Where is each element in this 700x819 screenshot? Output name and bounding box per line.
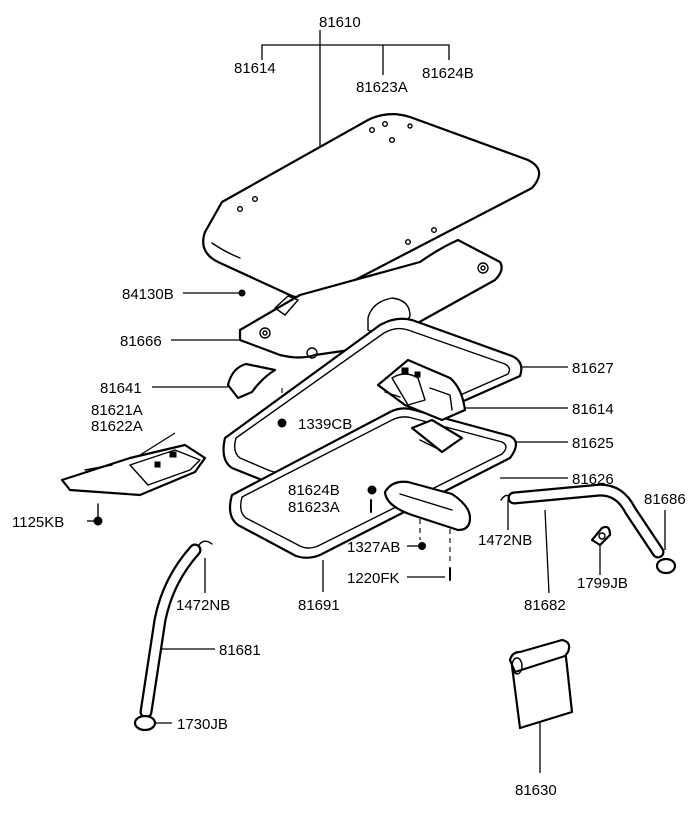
label-81621a: 81621A: [91, 402, 143, 419]
label-81630: 81630: [515, 782, 557, 799]
label-81614-top: 81614: [234, 60, 276, 77]
switch-bracket: [60, 443, 207, 497]
label-81623a: 81623A: [288, 499, 340, 516]
drain-tray: [383, 480, 472, 532]
label-81623a-top: 81623A: [356, 79, 408, 96]
label-81610: 81610: [319, 14, 361, 31]
fasteners: [93, 289, 513, 581]
label-1472nb-left: 1472NB: [176, 597, 230, 614]
label-1220fk: 1220FK: [347, 570, 400, 587]
label-1799jb: 1799JB: [577, 575, 628, 592]
label-81666: 81666: [120, 333, 162, 350]
label-1327ab: 1327AB: [347, 539, 400, 556]
label-1730jb: 1730JB: [177, 716, 228, 733]
drain-hose-rear: [507, 483, 677, 575]
drain-hose-front: [133, 543, 202, 732]
seal-tube: [508, 638, 574, 730]
label-81625: 81625: [572, 435, 614, 452]
label-81622a: 81622A: [91, 418, 143, 435]
label-81641: 81641: [100, 380, 142, 397]
drain-bracket: [410, 418, 464, 454]
glass-panel: [202, 113, 541, 300]
deflector: [226, 362, 277, 400]
label-81682: 81682: [524, 597, 566, 614]
label-81614: 81614: [572, 401, 614, 418]
label-1339cb: 1339CB: [298, 416, 352, 433]
label-81681: 81681: [219, 642, 261, 659]
label-81627: 81627: [572, 360, 614, 377]
sunroof-motor: [376, 358, 467, 422]
label-1472nb-right: 1472NB: [478, 532, 532, 549]
callout-labels: 81610 81614 81623A 81624B 84130B 81666 8…: [12, 14, 686, 799]
sunroof-frame-upper: [222, 317, 523, 484]
label-81624b-top: 81624B: [422, 65, 474, 82]
label-81691: 81691: [298, 597, 340, 614]
label-81686: 81686: [644, 491, 686, 508]
label-1125kb: 1125KB: [12, 514, 64, 531]
label-81624b: 81624B: [288, 482, 340, 499]
label-84130b: 84130B: [122, 286, 174, 303]
hose-clip: [590, 525, 612, 547]
label-81626: 81626: [572, 471, 614, 488]
